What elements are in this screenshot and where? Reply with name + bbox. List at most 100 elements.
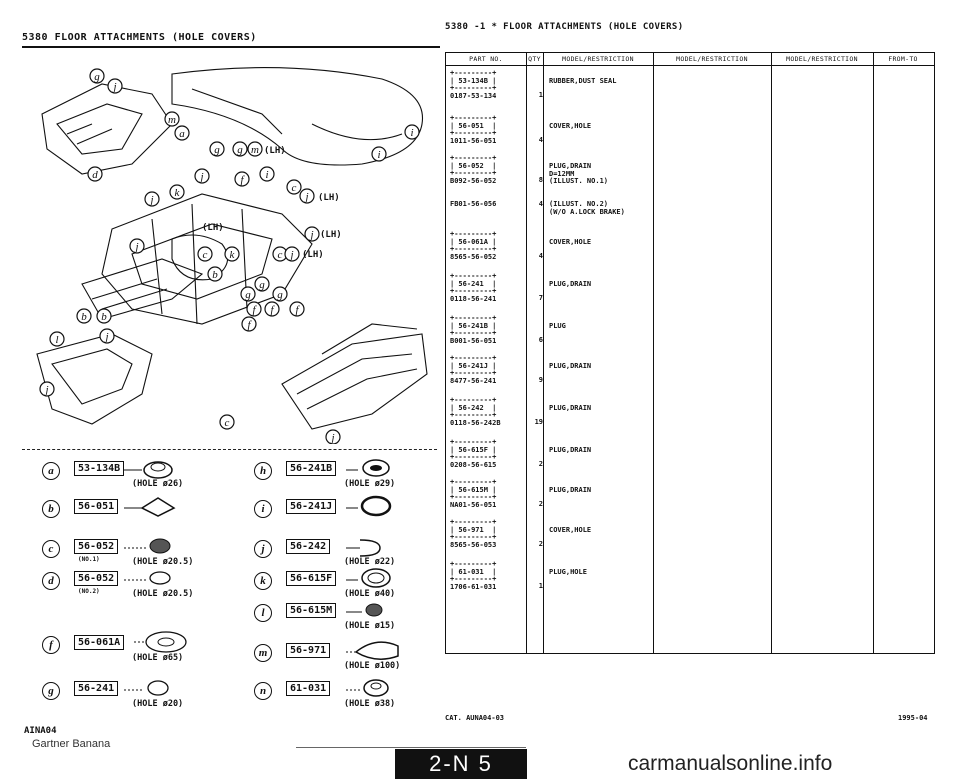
svg-text:j: j [133,241,138,253]
svg-text:i: i [265,169,268,181]
svg-text:j: j [303,191,308,203]
left-page-header: 5380 FLOOR ATTACHMENTS (HOLE COVERS) [22,32,257,43]
seal-icon [124,461,173,479]
description: PLUG,DRAIN [549,446,592,454]
legend-note: (HOLE ø22) [344,557,396,567]
svg-text:m: m [251,144,259,156]
svg-text:j: j [198,171,203,183]
quantity: 9 [538,376,543,384]
plug-icon [346,459,390,477]
plug-icon [346,539,381,557]
right-page-header: 5380 -1 * FLOOR ATTACHMENTS (HOLE COVERS… [445,22,684,32]
left-page: 5380 FLOOR ATTACHMENTS (HOLE COVERS) [22,14,444,736]
legend-letter: j [254,540,272,558]
svg-text:c: c [292,182,297,194]
quantity: 6 [538,336,543,344]
legend-letter: m [254,644,272,662]
svg-text:f: f [240,174,245,186]
column-divider [771,53,772,653]
description: COVER,HOLE [549,122,592,130]
part-number: FB01-56-056 [450,200,497,208]
plug-icon [124,571,171,585]
part-number: +---------+ | 56-615F | +---------+ 0208… [450,438,497,469]
part-number: +---------+ | 61-031 | +---------+ 1706-… [450,560,497,591]
svg-text:b: b [101,311,107,323]
svg-text:f: f [252,304,257,316]
legend-letter: c [42,540,60,558]
exploded-floor-diagram: g j m a g d g m i i k j f i c j j j j c … [36,67,428,444]
svg-text:k: k [175,187,181,199]
legend-letter: b [42,500,60,518]
svg-text:g: g [259,279,265,291]
description: PLUG,HOLE [549,568,587,576]
legend-item: g 56-241 (HOLE ø20) [42,676,242,710]
site-watermark: carmanualsonline.info [628,752,833,775]
right-page: 5380 -1 * FLOOR ATTACHMENTS (HOLE COVERS… [445,14,940,724]
svg-text:j: j [288,249,293,261]
description: RUBBER,DUST SEAL [549,77,617,85]
column-divider [653,53,654,653]
legend-letter: d [42,572,60,590]
part-number: +---------+ | 56-241J | +---------+ 8477… [450,354,497,385]
svg-text:c: c [203,249,208,261]
col-header-model-2: MODEL/RESTRICTION [653,53,772,65]
legend-note: (HOLE ø20.5) [132,557,194,567]
svg-text:i: i [377,149,380,161]
legend-code: 56-061A [74,635,125,650]
parts-table: PART NO. QTY MODEL/RESTRICTION MODEL/RES… [445,52,935,654]
legend-code: 56-971 [286,643,331,658]
lh-label-5: (LH) [302,250,324,260]
quantity: 2 [538,500,543,508]
legend-code: 56-615F [286,571,337,586]
description: PLUG [549,322,566,330]
svg-text:g: g [237,144,243,156]
legend-sub: (NO.1) [78,556,100,563]
legend-item: i 56-241J [254,494,444,528]
svg-text:a: a [179,128,185,140]
legend-sub: (NO.2) [78,588,100,595]
cover-icon [124,497,176,517]
svg-text:g: g [214,144,220,156]
legend-letter: i [254,500,272,518]
svg-text:c: c [278,249,283,261]
column-divider [543,53,544,653]
description: PLUG,DRAIN [549,486,592,494]
legend-item: m 56-971 (HOLE ø100) [254,638,444,672]
legend-note: (HOLE ø100) [344,661,401,671]
legend-note: (HOLE ø15) [344,621,396,631]
legend-letter: h [254,462,272,480]
description: PLUG,DRAIN [549,362,592,370]
legend-item: f 56-061A (HOLE ø65) [42,630,242,664]
quantity: 2 [538,540,543,548]
svg-text:j: j [308,229,313,241]
lh-label-4: (LH) [320,230,342,240]
legend-letter: g [42,682,60,700]
svg-text:f: f [295,304,300,316]
plug-icon [124,680,169,696]
legend-code: 53-134B [74,461,125,476]
svg-text:j: j [103,331,108,343]
catalog-number: CAT. AUNA04-03 [445,714,505,722]
quantity: 1 [538,582,543,590]
legend-code: 56-052 [74,539,119,554]
lh-label-2: (LH) [318,193,340,203]
page-number-tab: 2-N 5 [395,749,527,779]
cover-icon [346,641,399,660]
quantity: 8 [538,176,543,184]
legend-code: 56-241 [74,681,119,696]
plug-icon [124,538,171,554]
svg-text:j: j [329,432,334,444]
part-number: +---------+ | 56-971 | +---------+ 8565-… [450,518,497,549]
legend-code: 61-031 [286,681,331,696]
svg-text:c: c [225,417,230,429]
svg-text:g: g [277,289,283,301]
legend-note: (HOLE ø40) [344,589,396,599]
legend-code: 56-241J [286,499,337,514]
plug-icon [346,679,389,697]
description: PLUG,DRAIN [549,280,592,288]
part-number: +---------+ | 56-241 | +---------+ 0118-… [450,272,497,303]
legend-note: (HOLE ø26) [132,479,184,489]
description: PLUG,DRAIN [549,404,592,412]
watermark-text: Gartner Banana [32,738,111,750]
lh-label-1: (LH) [264,146,286,156]
